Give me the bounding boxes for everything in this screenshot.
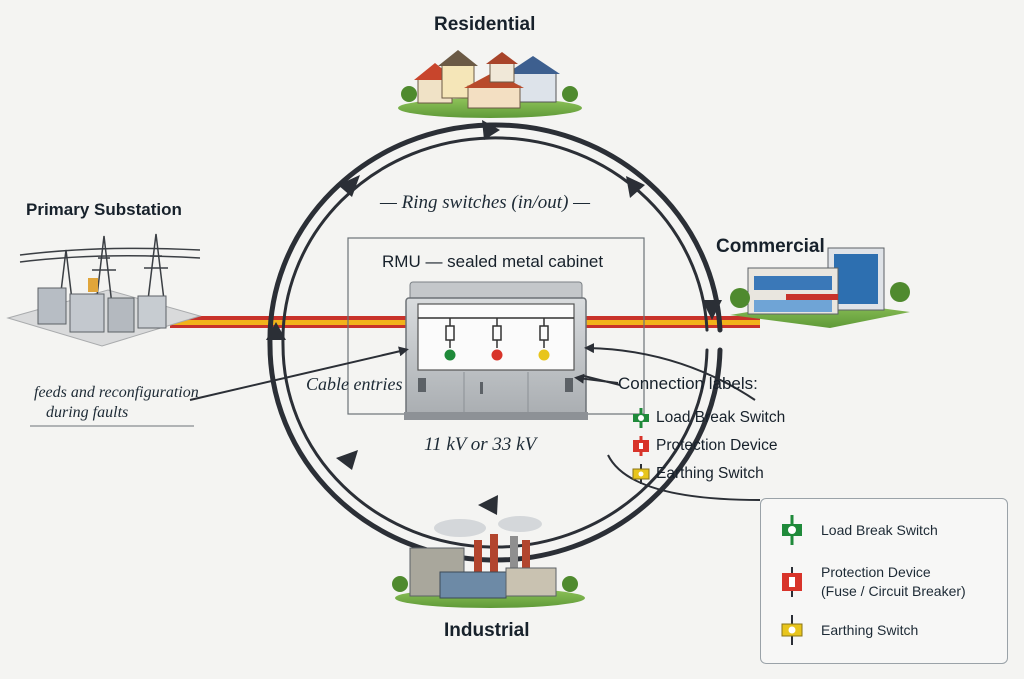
arrow-west — [266, 322, 286, 340]
cabinet-indicator-yellow — [538, 349, 550, 361]
commercial-building-icon — [730, 247, 910, 328]
primary-substation-icon — [6, 233, 202, 347]
cabinet-indicator-red — [491, 349, 503, 361]
legend-box: Load Break Switch Protection Device (Fus… — [760, 498, 1008, 664]
legend-item-load-break: Load Break Switch — [779, 515, 938, 545]
legend-earthing-label: Earthing Switch — [821, 621, 919, 638]
residential-title: Residential — [434, 14, 536, 35]
ring-switches-label: — Ring switches (in/out) — — [380, 192, 591, 213]
ring-circuit — [267, 122, 723, 563]
connection-labels-heading: Connection labels: — [618, 374, 758, 393]
legend-load-break-label: Load Break Switch — [821, 521, 938, 538]
arrow-east — [702, 300, 722, 320]
load-break-switch-icon — [782, 515, 802, 545]
ring-arrows — [266, 120, 722, 515]
arrow-sw — [336, 450, 358, 470]
feeds-note-line1: feeds and reconfiguration — [34, 384, 199, 401]
industrial-plant-icon — [392, 516, 585, 608]
arrow-nw — [338, 175, 360, 197]
pointer-lines — [189, 343, 761, 501]
legend-protection-sublabel: (Fuse / Circuit Breaker) — [821, 583, 966, 599]
industrial-title: Industrial — [444, 620, 530, 641]
rmu-cabinet-label: RMU — sealed metal cabinet — [382, 252, 604, 271]
load-break-symbol-small — [633, 408, 649, 428]
residential-houses-icon — [398, 50, 582, 118]
legend-protection-text: Protection Device (Fuse / Circuit Breake… — [821, 563, 966, 601]
protection-device-icon — [782, 567, 802, 597]
earthing-switch-icon — [781, 615, 803, 645]
cabinet-indicator-green — [444, 349, 456, 361]
arrow-top — [482, 120, 500, 140]
connection-label-earthing: Earthing Switch — [656, 465, 764, 482]
earthing-symbol-small — [632, 464, 650, 484]
feeder-cable-left — [170, 316, 410, 328]
connection-label-load-break: Load Break Switch — [656, 409, 786, 426]
rmu-cabinet — [404, 281, 588, 420]
arrow-bottom — [478, 495, 498, 515]
commercial-title: Commercial — [716, 236, 825, 257]
cable-entries-label: Cable entries — [306, 374, 403, 394]
protection-symbol-small — [633, 436, 649, 456]
voltage-label: 11 kV or 33 kV — [424, 434, 537, 455]
legend-protection-label: Protection Device — [821, 564, 931, 580]
feeder-cable-right — [580, 316, 760, 328]
primary-substation-title: Primary Substation — [26, 200, 182, 219]
arrow-ne — [626, 176, 645, 198]
feeds-note-line2: during faults — [46, 404, 129, 421]
legend-item-protection: Protection Device (Fuse / Circuit Breake… — [779, 563, 966, 601]
connection-label-symbols — [632, 408, 650, 484]
connection-label-protection: Protection Device — [656, 437, 778, 454]
legend-item-earthing: Earthing Switch — [779, 615, 918, 645]
